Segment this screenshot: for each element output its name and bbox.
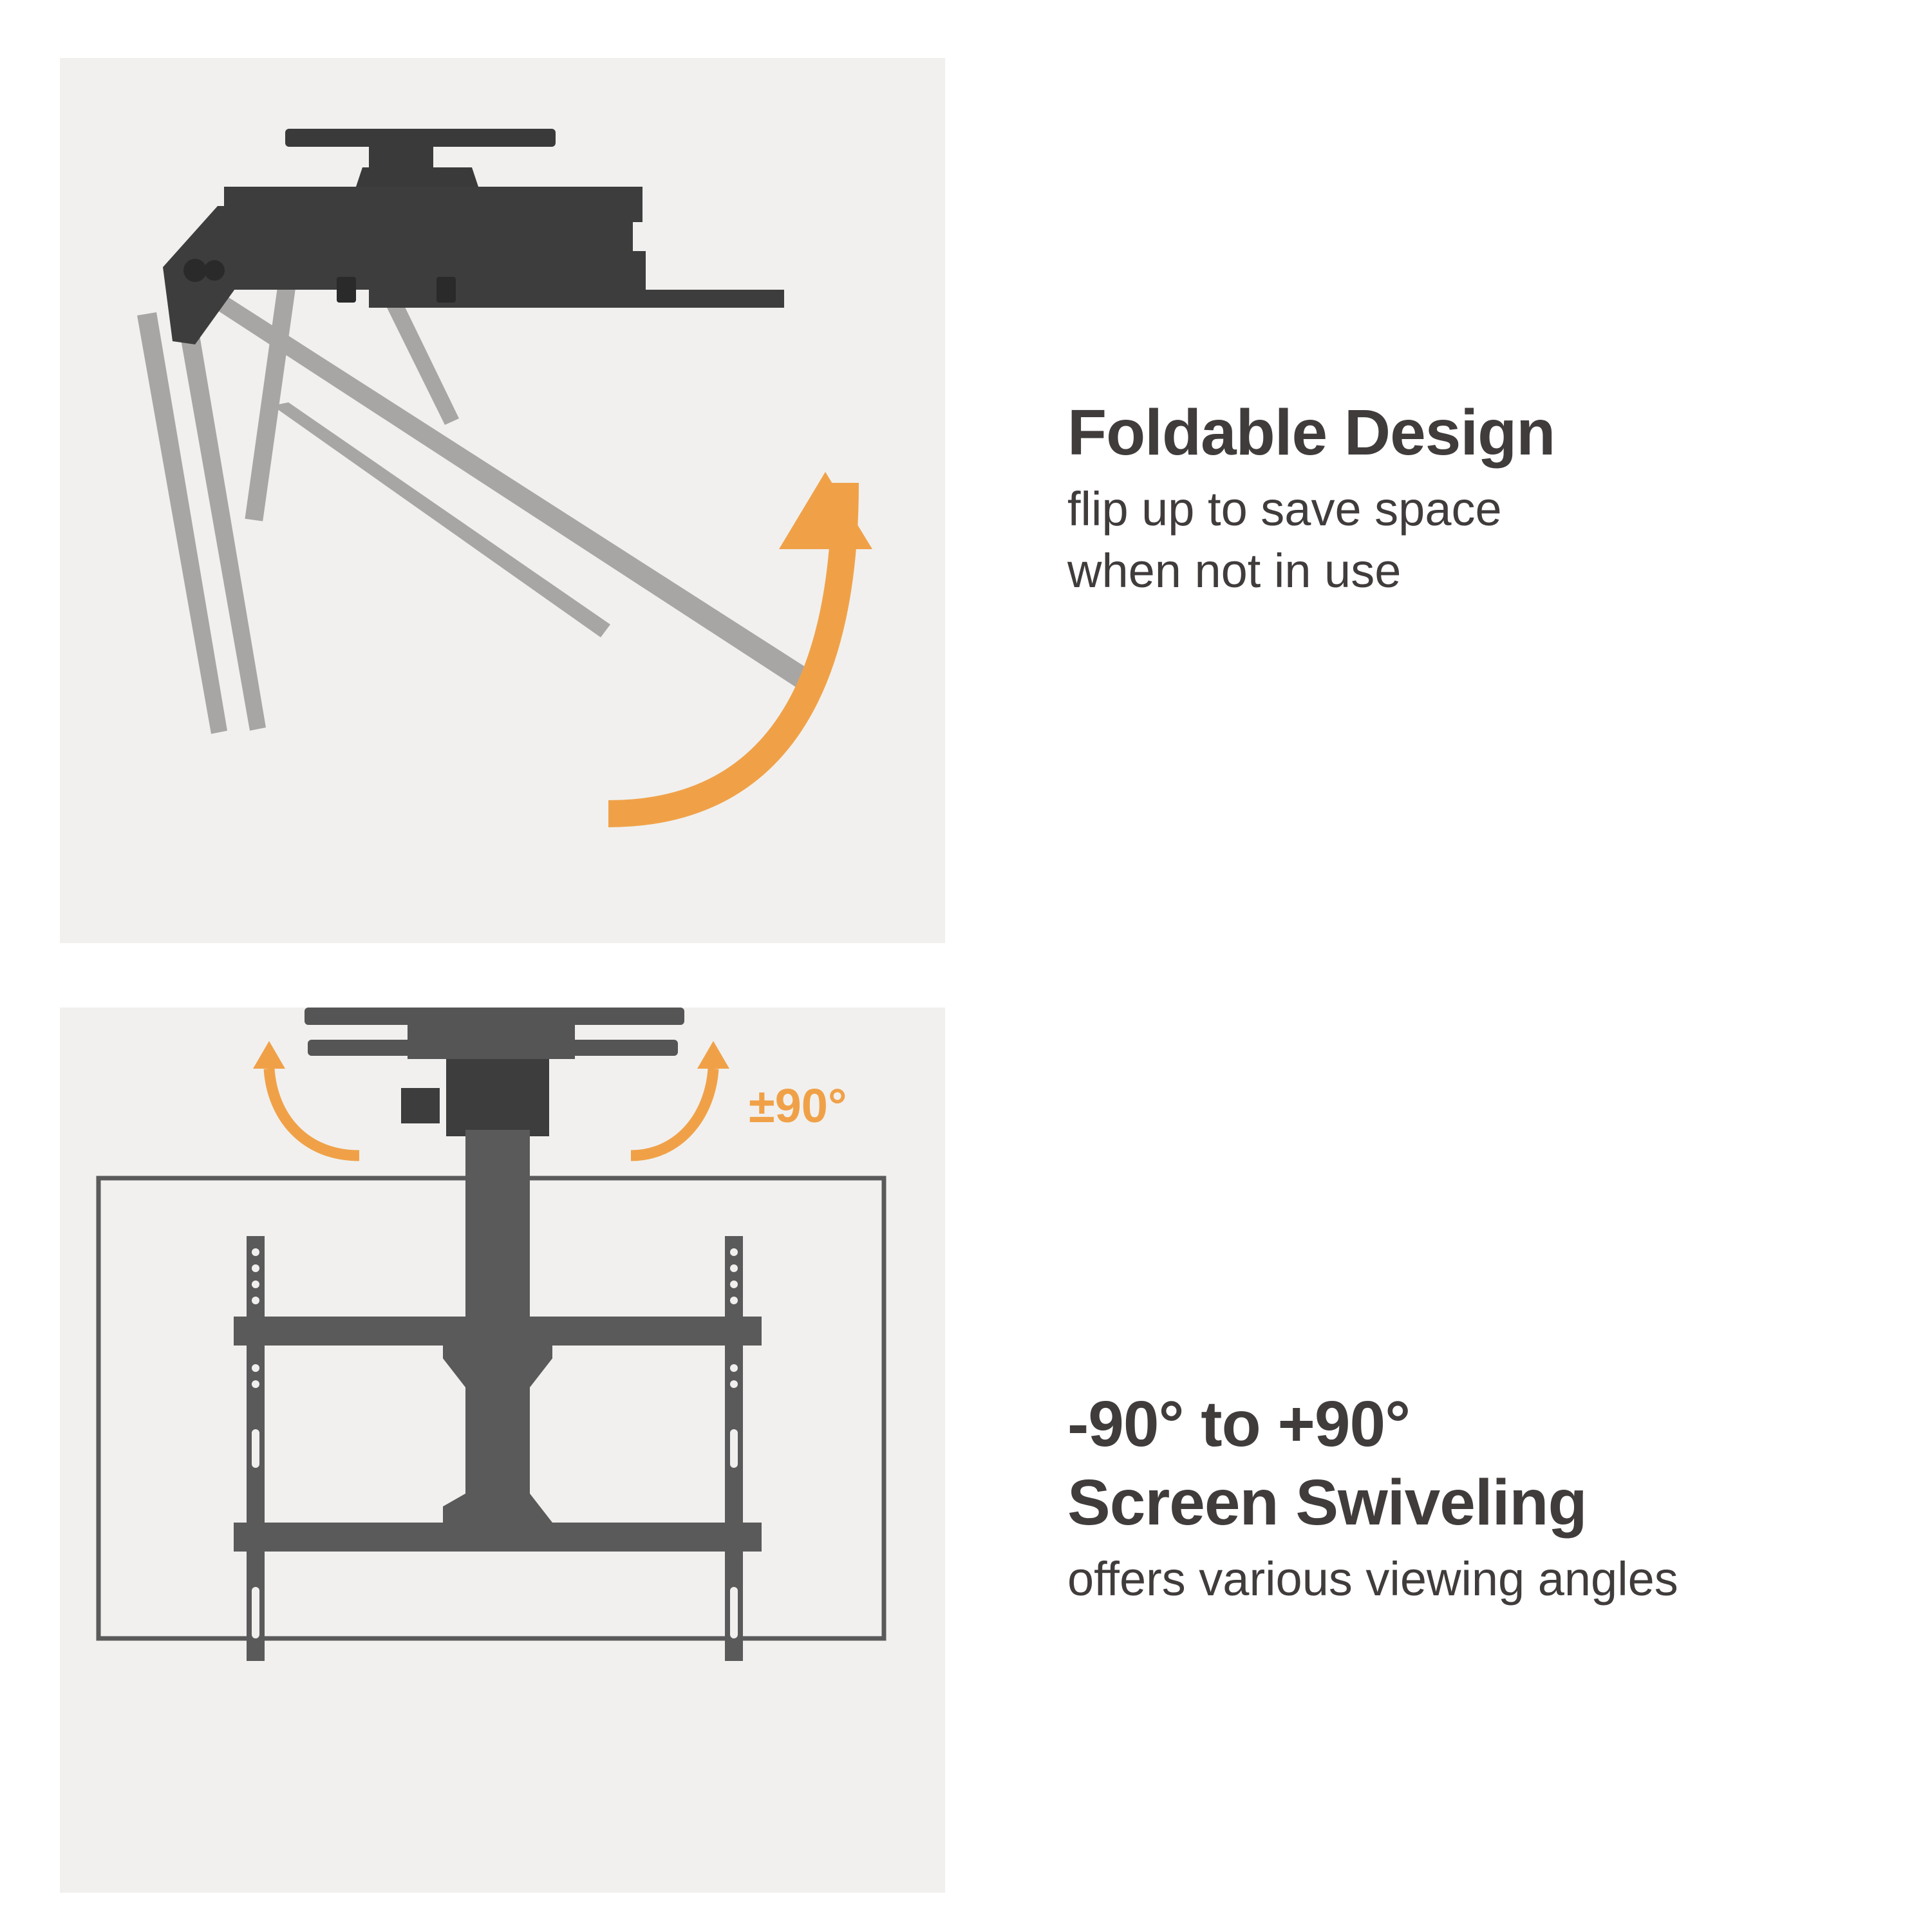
curved-up-arrow-icon — [608, 472, 872, 827]
ceiling-plate — [285, 129, 556, 187]
swivel-left-arrow-icon — [253, 1041, 360, 1161]
ceiling-plate — [305, 1008, 684, 1059]
feature-subtitle: offers various viewing angles — [1067, 1552, 1678, 1606]
swivel-right-arrow-icon — [630, 1041, 729, 1161]
vesa-holes — [252, 1248, 738, 1638]
swivel-joint — [401, 1059, 549, 1136]
mount-pole — [465, 1130, 530, 1323]
mount-bolts — [183, 259, 456, 303]
feature-subtitle-line-1: flip up to save space — [1067, 482, 1502, 536]
feature-title-line-2: Screen Swiveling — [1067, 1467, 1588, 1539]
foldable-illustration-panel — [60, 58, 945, 943]
feature-swivel: -90° to +90° Screen Swiveling offers var… — [1067, 1387, 1678, 1610]
swivel-mount-diagram — [96, 1008, 886, 1661]
feature-subtitle-line-2: when not in use — [1067, 544, 1402, 597]
feature-title: Foldable Design — [1067, 397, 1555, 469]
swivel-angle-label: ±90° — [749, 1079, 847, 1132]
feature-title-line-1: -90° to +90° — [1067, 1388, 1411, 1460]
folding-mount-diagram — [137, 129, 872, 827]
feature-foldable: Foldable Design flip up to save space wh… — [1067, 396, 1555, 602]
mount-crossbars — [234, 1236, 762, 1661]
swivel-illustration-panel: ±90° — [60, 1008, 945, 1893]
